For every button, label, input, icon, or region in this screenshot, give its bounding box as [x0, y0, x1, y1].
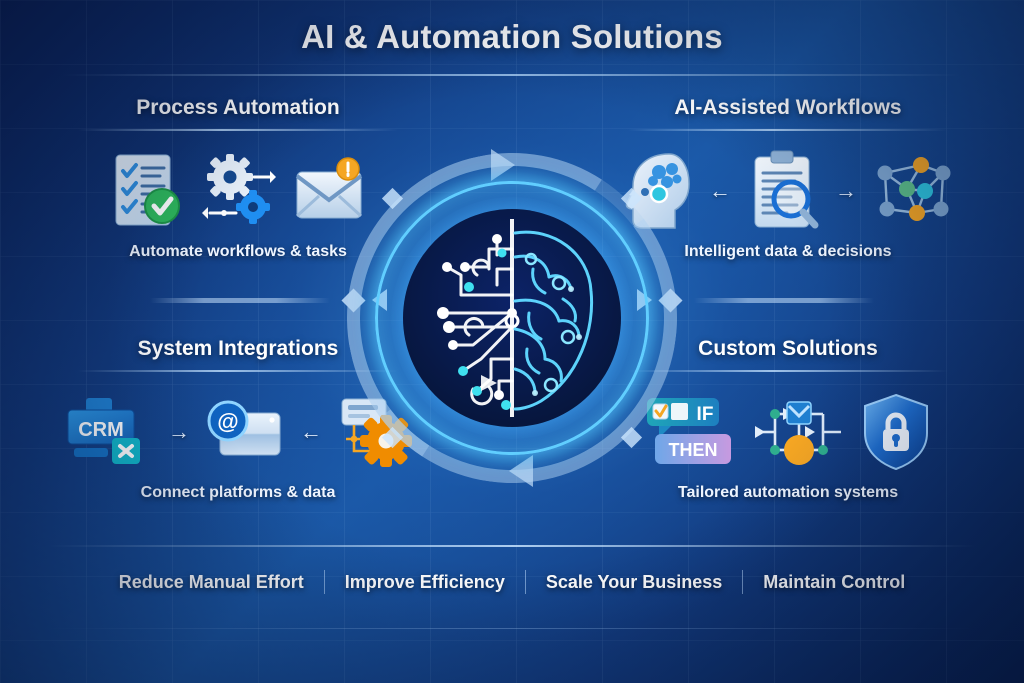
- arrow-left-icon: ←: [300, 419, 322, 444]
- at-symbol-label: @: [217, 409, 238, 434]
- footer-benefits: Reduce Manual Effort Improve Efficiency …: [0, 570, 1024, 594]
- quadrant-divider: [78, 129, 398, 131]
- title-divider: [62, 74, 962, 76]
- footer-baseline: [48, 628, 976, 629]
- network-graph-icon: [873, 155, 953, 227]
- checklist-document-icon: [110, 151, 186, 231]
- flowchart-nodes-icon: [753, 394, 845, 470]
- footer-item-1: Reduce Manual Effort: [118, 571, 304, 592]
- quadrant-divider: [628, 129, 948, 131]
- footer-item-4: Maintain Control: [763, 571, 906, 592]
- crm-system-icon: CRM: [64, 396, 152, 468]
- center-graphic: [316, 122, 708, 514]
- connector-line-left: [150, 298, 330, 303]
- quadrant-title-process-automation: Process Automation: [136, 96, 340, 119]
- connector-line-right: [694, 298, 874, 303]
- footer-divider: [48, 545, 976, 547]
- quadrant-title-ai-assisted-workflows: AI-Assisted Workflows: [674, 96, 902, 119]
- page-title: AI & Automation Solutions: [301, 18, 723, 55]
- gears-icon: [202, 151, 276, 231]
- crm-label: CRM: [78, 419, 124, 441]
- footer-item-3: Scale Your Business: [545, 571, 723, 592]
- clipboard-magnifier-icon: [747, 149, 819, 233]
- if-label: IF: [697, 404, 714, 425]
- arrow-left-icon: ←: [709, 178, 731, 203]
- email-card-icon: @: [206, 399, 284, 465]
- footer-item-2: Improve Efficiency: [344, 571, 505, 592]
- arrow-right-icon: →: [168, 419, 190, 444]
- arrow-right-icon: →: [835, 178, 857, 203]
- shield-lock-icon: [861, 393, 931, 471]
- split-brain-circuit-icon: [403, 209, 621, 427]
